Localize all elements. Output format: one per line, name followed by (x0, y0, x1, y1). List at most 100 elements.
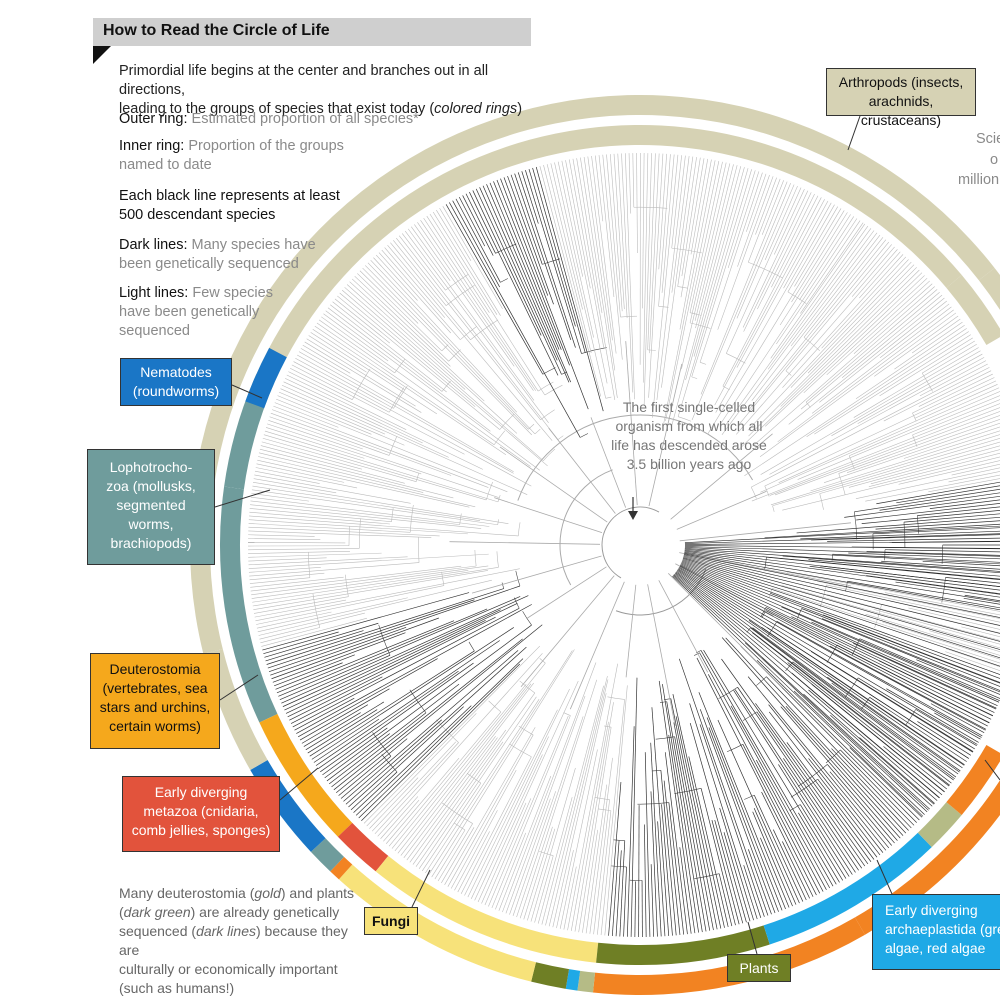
tree-branch (257, 459, 470, 508)
tree-trunk (526, 566, 607, 619)
tree-branch (437, 823, 473, 882)
tree-branch (761, 627, 965, 766)
tree-branch (279, 596, 521, 701)
tree-branch (519, 679, 598, 919)
tree-branch (311, 627, 514, 760)
tree-branch (736, 200, 829, 368)
tree-branch (675, 716, 722, 929)
tree-branch (671, 156, 690, 293)
arthropods-label-2: arachnids, crustaceans) (860, 93, 942, 128)
tree-branch (821, 618, 1000, 691)
tree-branch (260, 445, 405, 484)
dark-lines-text-1: Many species have (191, 237, 316, 253)
tree-branch (383, 799, 420, 842)
tree-branch (517, 172, 576, 348)
dark-lines-text-2: been genetically sequenced (119, 256, 299, 272)
tree-branch (721, 637, 901, 839)
tree-branch-dark (682, 559, 1000, 667)
tree-branch (391, 684, 527, 849)
tree-branch (312, 328, 405, 391)
tree-branch (439, 207, 472, 261)
tree-branch (339, 292, 476, 407)
plants-leader (747, 921, 758, 955)
tree-branch-dark (684, 548, 1000, 580)
tree-branch-dark (681, 560, 1000, 684)
tree-branch-arc (557, 435, 564, 440)
tree-branch (345, 719, 442, 805)
tree-branch-arc (819, 584, 827, 608)
tree-branch (251, 489, 498, 526)
callout-leader-lines (214, 115, 1000, 955)
tree-trunk (471, 555, 602, 594)
tree-branch (314, 325, 507, 455)
tree-branch (663, 160, 716, 424)
tree-branch (258, 452, 424, 493)
intro-line-2: leading to the groups of species that ex… (119, 101, 435, 117)
fungi-label: Fungi (371, 913, 411, 929)
tree-branch (648, 153, 664, 398)
tree-branch (677, 157, 697, 287)
arthropods-label-1: Arthropods (insects, (838, 74, 964, 90)
deuterostomia-callout: Deuterostomia (vertebrates, sea stars an… (90, 653, 220, 749)
tree-branch-arc (519, 680, 536, 694)
tree-branch (919, 360, 987, 397)
tree-branch (747, 259, 909, 431)
tree-branch (543, 164, 592, 354)
tree-branch (642, 153, 649, 383)
tree-branch (718, 873, 733, 927)
tree-branch (248, 567, 321, 573)
tree-branch (792, 661, 952, 784)
tree-branch (270, 627, 407, 676)
deuterostomia-label-4: certain worms) (109, 718, 201, 734)
tree-branch (268, 585, 521, 672)
tree-branch-arc (726, 353, 746, 364)
tree-branch (583, 156, 616, 371)
tree-branch (341, 289, 548, 467)
tree-branch (574, 702, 614, 932)
tree-branch (545, 676, 608, 926)
tree-branch (248, 523, 411, 533)
tree-branch (727, 171, 760, 269)
tree-branch-arc (459, 513, 462, 525)
tree-branch (357, 273, 449, 362)
tree-branch (358, 658, 524, 819)
tree-branch (354, 275, 451, 367)
arthropods-leader (847, 115, 861, 151)
tree-branch (250, 500, 460, 525)
tree-trunk (494, 497, 603, 534)
tree-branch (327, 307, 491, 432)
tree-branch (854, 488, 1000, 513)
tree-branch (516, 716, 584, 918)
tree-branch (868, 452, 1000, 487)
tree-branch (929, 630, 1000, 652)
tree-branch (255, 568, 520, 622)
tree-branch-arc (409, 504, 414, 533)
tree-branch (809, 565, 1000, 591)
tree-branch (297, 658, 438, 738)
tree-branch (568, 159, 605, 348)
tree-branch (302, 344, 351, 374)
tree-branch (744, 328, 967, 477)
inner-ring-nematodes (245, 347, 287, 409)
tree-branch-dark (672, 575, 924, 817)
tree-branch-arc (689, 322, 711, 329)
tree-branch (734, 689, 856, 873)
tree-branch (259, 448, 454, 499)
tree-branch (281, 654, 391, 704)
tree-branch (465, 193, 496, 254)
bottom-note-2i: dark green (123, 904, 191, 920)
tree-branch (755, 703, 872, 862)
tree-branch (267, 599, 475, 669)
tree-branch (285, 602, 518, 714)
tree-branch (441, 827, 475, 884)
tree-branch (699, 724, 765, 917)
tree-branch (258, 456, 476, 508)
tree-branch (748, 849, 772, 915)
tree-branch (323, 313, 389, 362)
tree-branch-arc (388, 387, 405, 413)
tree-branch (672, 694, 725, 928)
tree-branch (752, 286, 935, 447)
tree-branch (805, 289, 938, 403)
tree-branch (826, 584, 1000, 623)
tree-branch (671, 155, 682, 249)
